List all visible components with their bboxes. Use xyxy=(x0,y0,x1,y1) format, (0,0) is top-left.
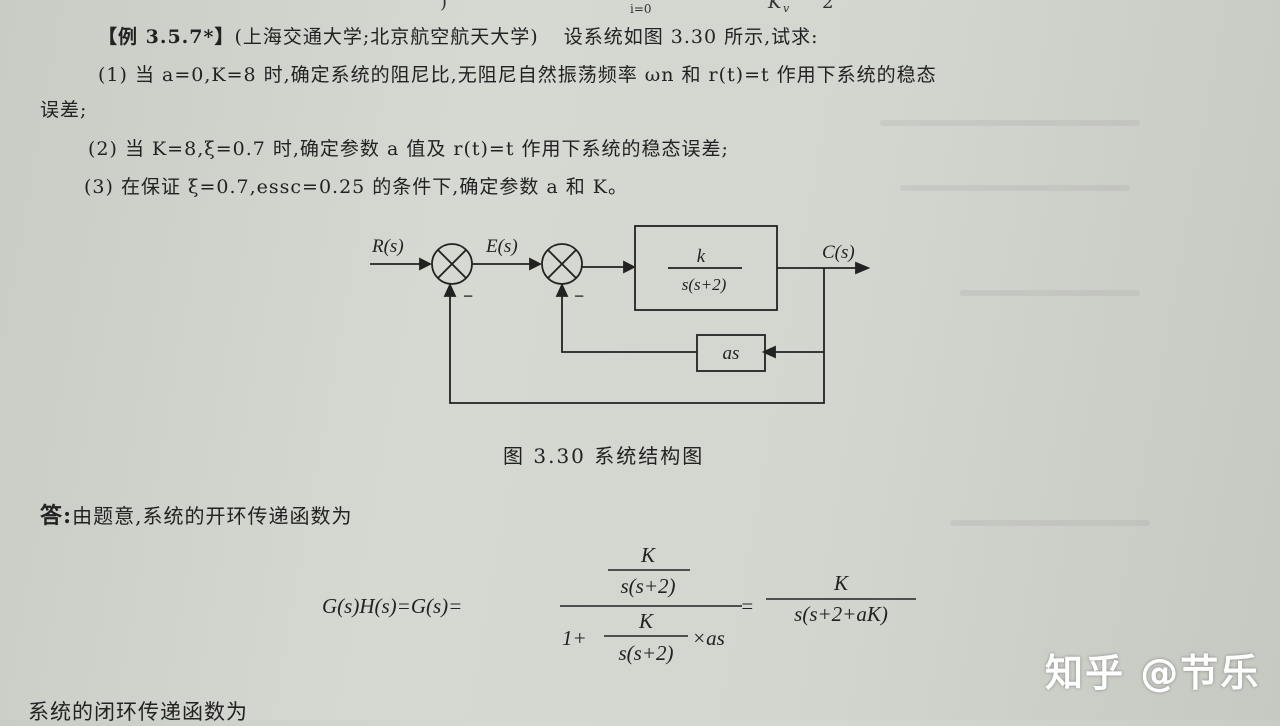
fragment-kv: K xyxy=(768,0,782,13)
summing-junction-1 xyxy=(431,243,473,285)
big-numerator-den: s(s+2) xyxy=(620,574,675,598)
answer-text: 由题意,系统的开环传递函数为 xyxy=(72,504,353,528)
rhs-numerator: K xyxy=(833,571,849,595)
den-frac-den: s(s+2) xyxy=(618,641,673,665)
question-1: (1) 当 a=0,K=8 时,确定系统的阻尼比,无阻尼自然振荡频率 ωn 和 … xyxy=(98,64,937,86)
example-prompt: 设系统如图 3.30 所示,试求: xyxy=(563,26,819,48)
equation-lhs: G(s)H(s)=G(s)= xyxy=(322,594,462,618)
block-diagram: R(s) E(s) C(s) k s(s+2) as − − xyxy=(370,225,871,404)
fragment-paren: ) xyxy=(440,0,448,13)
den-suffix: ×as xyxy=(692,626,725,650)
question-1-continued: 误差; xyxy=(40,99,88,121)
feedback-block xyxy=(696,334,766,372)
fragment-index: i=0 xyxy=(630,2,652,16)
outer-feedback-path xyxy=(449,268,825,404)
answer-line: 答:由题意,系统的开环传递函数为 xyxy=(40,498,352,530)
outer-feedback-arrowhead xyxy=(443,282,457,297)
example-header: 【例 3.5.7*】(上海交通大学;北京航空航天大学) 设系统如图 3.30 所… xyxy=(98,22,819,49)
input-arrowhead xyxy=(419,257,433,271)
second-equals: = xyxy=(740,594,754,618)
plant-denominator: s(s+2) xyxy=(682,275,727,294)
feedback-gain: as xyxy=(723,343,740,364)
question-3: (3) 在保证 ξ=0.7,essc=0.25 的条件下,确定参数 a 和 K。 xyxy=(84,176,628,198)
figure-caption: 图 3.30 系统结构图 xyxy=(503,444,705,468)
question-2: (2) 当 K=8,ξ=0.7 时,确定参数 a 值及 r(t)=t 作用下系统… xyxy=(88,138,729,160)
label-C: C(s) xyxy=(822,242,855,263)
example-source: (上海交通大学;北京航空航天大学) xyxy=(234,26,539,48)
inner-feedback-path-left xyxy=(561,288,697,353)
minus-sign-1: − xyxy=(463,286,473,306)
plant-input-arrowhead xyxy=(623,260,637,274)
answer-label: 答: xyxy=(40,503,73,529)
example-tag: 【例 3.5.7*】 xyxy=(98,26,235,48)
summing-junction-2 xyxy=(541,243,583,285)
label-E: E(s) xyxy=(485,236,518,257)
transfer-function-equation: G(s)H(s)=G(s)= K s(s+2) 1+ K s(s+2) ×as … xyxy=(322,543,916,665)
plant-numerator: k xyxy=(697,246,706,267)
den-frac-num: K xyxy=(638,609,654,633)
output-arrowhead xyxy=(855,261,871,275)
den-prefix: 1+ xyxy=(562,626,587,650)
fragment-kv-sub: v xyxy=(783,2,790,15)
big-numerator-num: K xyxy=(640,543,656,567)
minus-sign-2: − xyxy=(574,286,584,306)
closed-loop-heading: 系统的闭环传递函数为 xyxy=(28,700,248,724)
inner-feedback-arrowhead-in xyxy=(761,345,776,359)
zhihu-watermark: 知乎 @节乐 xyxy=(1045,651,1261,695)
error-arrowhead xyxy=(529,257,543,271)
inner-feedback-arrowhead xyxy=(555,282,569,297)
rhs-denominator: s(s+2+aK) xyxy=(794,602,888,626)
label-R: R(s) xyxy=(371,236,404,257)
fragment-two: 2 xyxy=(822,0,834,13)
